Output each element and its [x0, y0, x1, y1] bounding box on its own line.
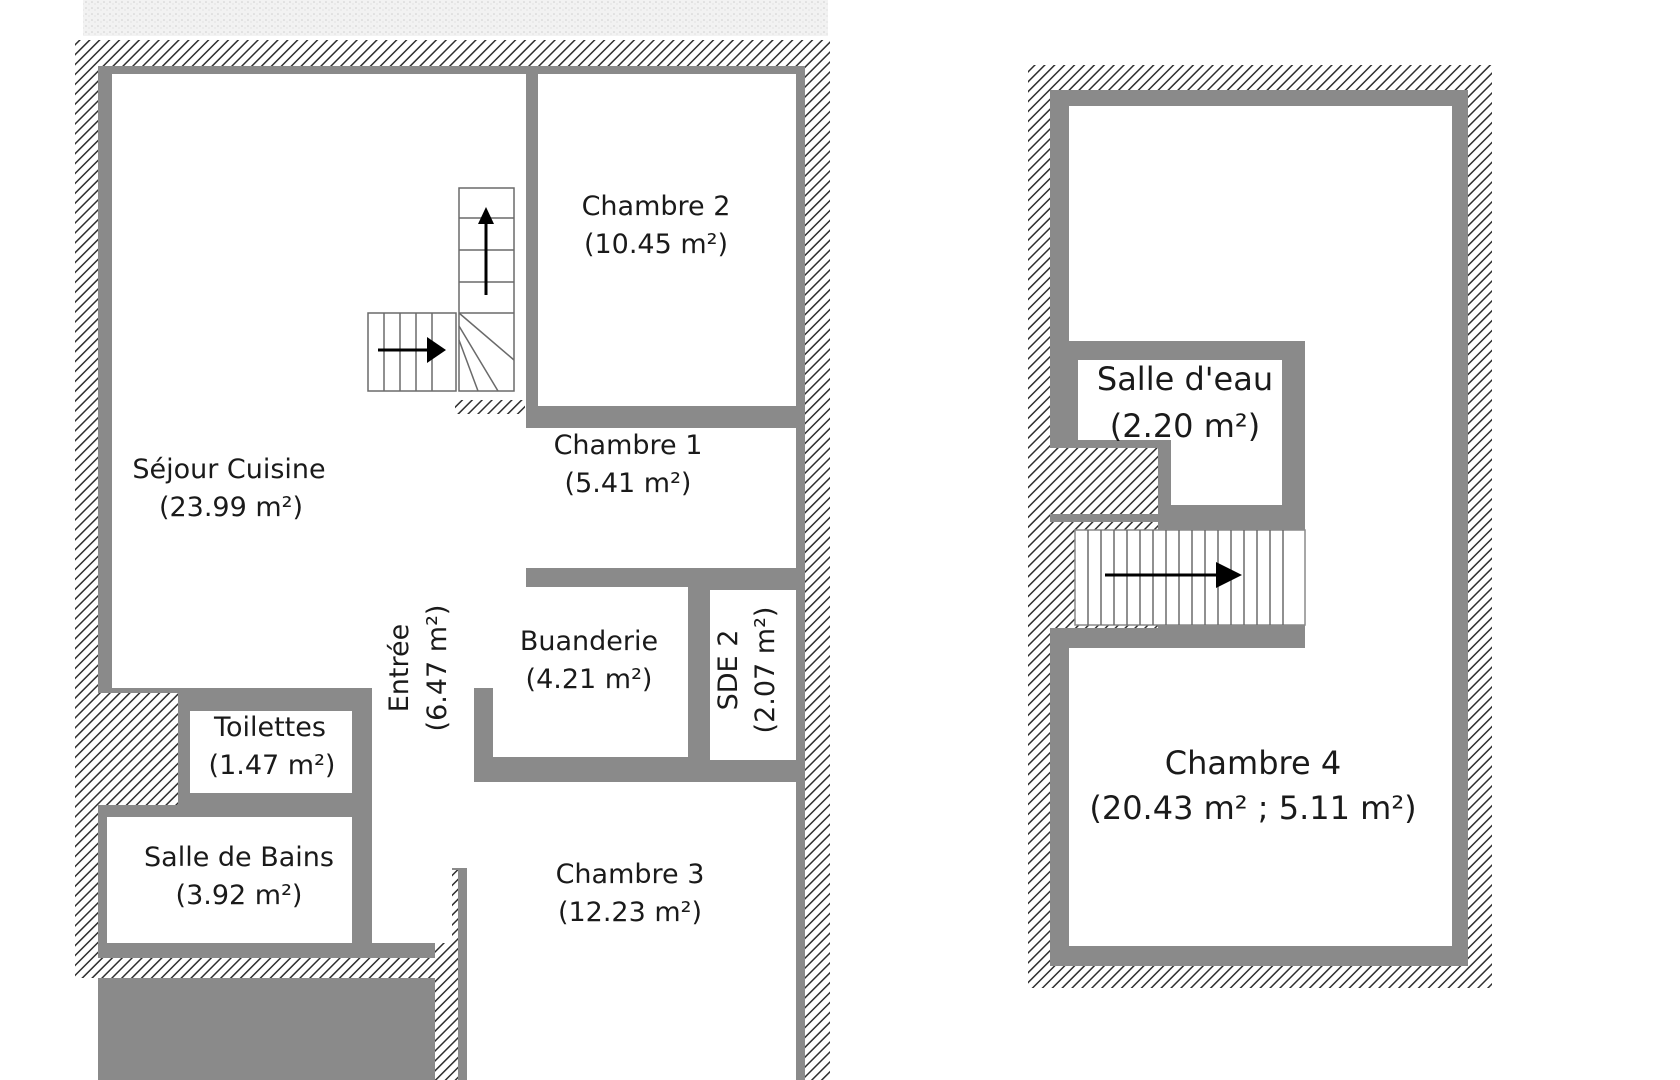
room-entree: [372, 418, 474, 868]
area-buanderie: (4.21 m²): [526, 664, 653, 695]
label-chambre-3: Chambre 3: [556, 859, 705, 890]
area-sde-2: (2.07 m²): [750, 607, 781, 734]
room-sde-2: [710, 590, 796, 760]
staircase-ground: [367, 187, 515, 392]
room-chambre-2: [538, 74, 796, 406]
upper-floor: [1028, 65, 1492, 988]
label-chambre-2: Chambre 2: [582, 191, 731, 222]
room-chambre-1: [489, 428, 796, 568]
label-buanderie: Buanderie: [520, 626, 658, 657]
garden-strip: [83, 0, 828, 36]
label-sde-2: SDE 2: [713, 630, 744, 711]
label-chambre-1: Chambre 1: [554, 430, 703, 461]
room-salle-de-bains: [107, 817, 352, 943]
label-toilettes: Toilettes: [213, 712, 326, 743]
ground-floor: [75, 40, 830, 1080]
area-chambre-4: (20.43 m² ; 5.11 m²): [1089, 789, 1416, 827]
label-chambre-4: Chambre 4: [1165, 744, 1341, 782]
room-chambre-3: [467, 782, 796, 1080]
label-sejour-cuisine: Séjour Cuisine: [132, 454, 325, 485]
area-sejour-cuisine: (23.99 m²): [159, 492, 303, 523]
area-salle-de-bains: (3.92 m²): [176, 880, 303, 911]
area-chambre-1: (5.41 m²): [565, 468, 692, 499]
room-toilettes: [190, 711, 352, 793]
label-salle-de-bains: Salle de Bains: [144, 842, 334, 873]
area-toilettes: (1.47 m²): [209, 750, 336, 781]
label-entree: Entrée: [384, 624, 415, 713]
area-chambre-3: (12.23 m²): [558, 897, 702, 928]
area-salle-deau: (2.20 m²): [1110, 407, 1260, 445]
staircase-upper: [1074, 529, 1306, 626]
room-buanderie: [493, 587, 688, 757]
label-salle-deau: Salle d'eau: [1097, 360, 1273, 398]
area-chambre-2: (10.45 m²): [584, 229, 728, 260]
area-entree: (6.47 m²): [422, 605, 453, 732]
